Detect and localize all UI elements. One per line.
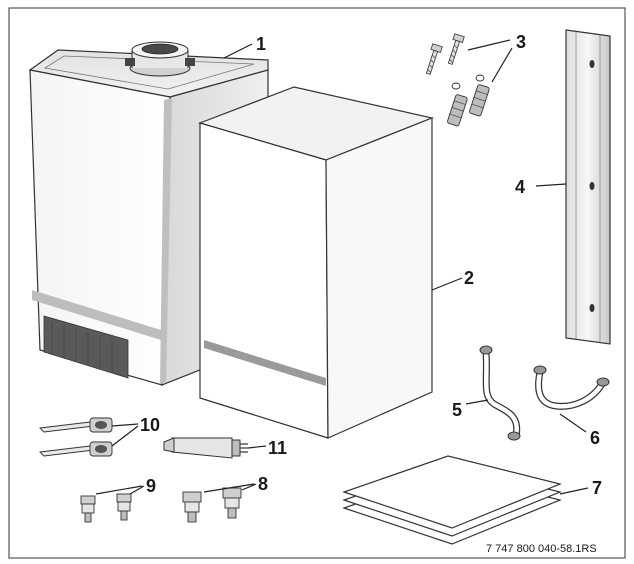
fittings-9: [80, 493, 132, 523]
leader-line-1: [223, 43, 253, 59]
callout-10: 10: [140, 415, 160, 435]
callout-3: 3: [516, 32, 526, 52]
leader-line-8a: [203, 483, 255, 493]
callout-8: 8: [258, 474, 268, 494]
leader-line-11: [247, 445, 267, 449]
leader-line-10a: [111, 423, 139, 427]
documentation-stack: [342, 455, 562, 545]
leader-line-7: [559, 487, 589, 495]
callout-6: 6: [590, 428, 600, 448]
leader-line-3a: [467, 39, 511, 51]
leader-line-4: [535, 183, 567, 187]
mounting-rail: [565, 29, 611, 345]
callout-7: 7: [592, 478, 602, 498]
tube-11: [163, 437, 248, 459]
leader-line-10b: [111, 425, 139, 447]
leader-line-8b: [241, 483, 257, 491]
figure-reference-code: 7 747 800 040-58.1RS: [486, 543, 597, 555]
screws-and-plugs: [425, 33, 490, 127]
leader-line-5: [465, 399, 489, 405]
front-cover: [198, 86, 435, 439]
leader-line-9a: [95, 485, 143, 495]
leader-line-2: [431, 277, 463, 291]
connecting-pipe-6: [533, 365, 610, 410]
diagram-border: [8, 7, 626, 559]
connecting-pipe-5: [479, 345, 521, 441]
callout-5: 5: [452, 400, 462, 420]
clamps-10: [39, 417, 113, 457]
leader-line-6: [559, 413, 587, 433]
callout-1: 1: [256, 34, 266, 54]
callout-9: 9: [146, 476, 156, 496]
leader-line-3b: [491, 47, 513, 83]
callout-4: 4: [515, 177, 525, 197]
callout-11: 11: [268, 438, 287, 458]
callout-2: 2: [464, 268, 474, 288]
leader-line-9b: [129, 485, 145, 495]
fittings-8: [182, 487, 242, 523]
